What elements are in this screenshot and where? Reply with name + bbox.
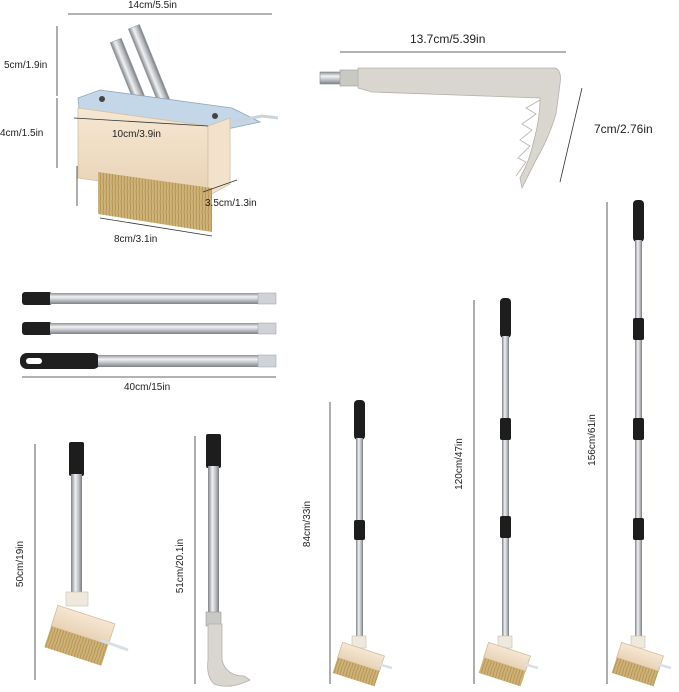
pole-section-2 (22, 322, 277, 335)
weeder-blade (319, 67, 561, 190)
scrub-brush-tool-120 (478, 298, 539, 687)
handle-mount-height-label: 5cm/1.9in (4, 60, 48, 71)
weeder-blade-height-label: 7cm/2.76in (594, 122, 653, 136)
bristle-length-label: 3.5cm/1.3in (205, 198, 257, 209)
brush-block-height-label: 4cm/1.5in (0, 128, 44, 139)
pole-section-1 (22, 292, 277, 305)
brush-156-length-label: 156cm/61in (587, 414, 598, 466)
pole-section-3 (20, 353, 277, 369)
weeder-short-length-label: 51cm/20.1in (175, 538, 186, 594)
brush-120-length-label: 120cm/47in (454, 438, 465, 490)
weeder-blade-dimension-lines (340, 51, 583, 183)
weeder-tool-short (205, 434, 251, 687)
brush-short-length-label: 50cm/19in (15, 540, 26, 588)
telescopic-pole (20, 292, 277, 378)
scrub-brush-tool-84 (332, 400, 393, 687)
brush-head-width-label: 14cm/5.5in (128, 0, 177, 11)
wire-brush-head (77, 24, 279, 232)
scrub-brush-tool-156 (611, 200, 672, 687)
brush-base-width-label: 8cm/3.1in (114, 234, 158, 245)
brush-head-dimension-lines (56, 13, 272, 237)
brush-84-length-label: 84cm/33in (302, 500, 313, 548)
brush-plate-length-label: 10cm/3.9in (112, 129, 161, 140)
pole-section-length-label: 40cm/15in (124, 382, 171, 393)
weeder-blade-length-label: 13.7cm/5.39in (410, 32, 486, 46)
scrub-brush-tool-short (44, 442, 129, 666)
